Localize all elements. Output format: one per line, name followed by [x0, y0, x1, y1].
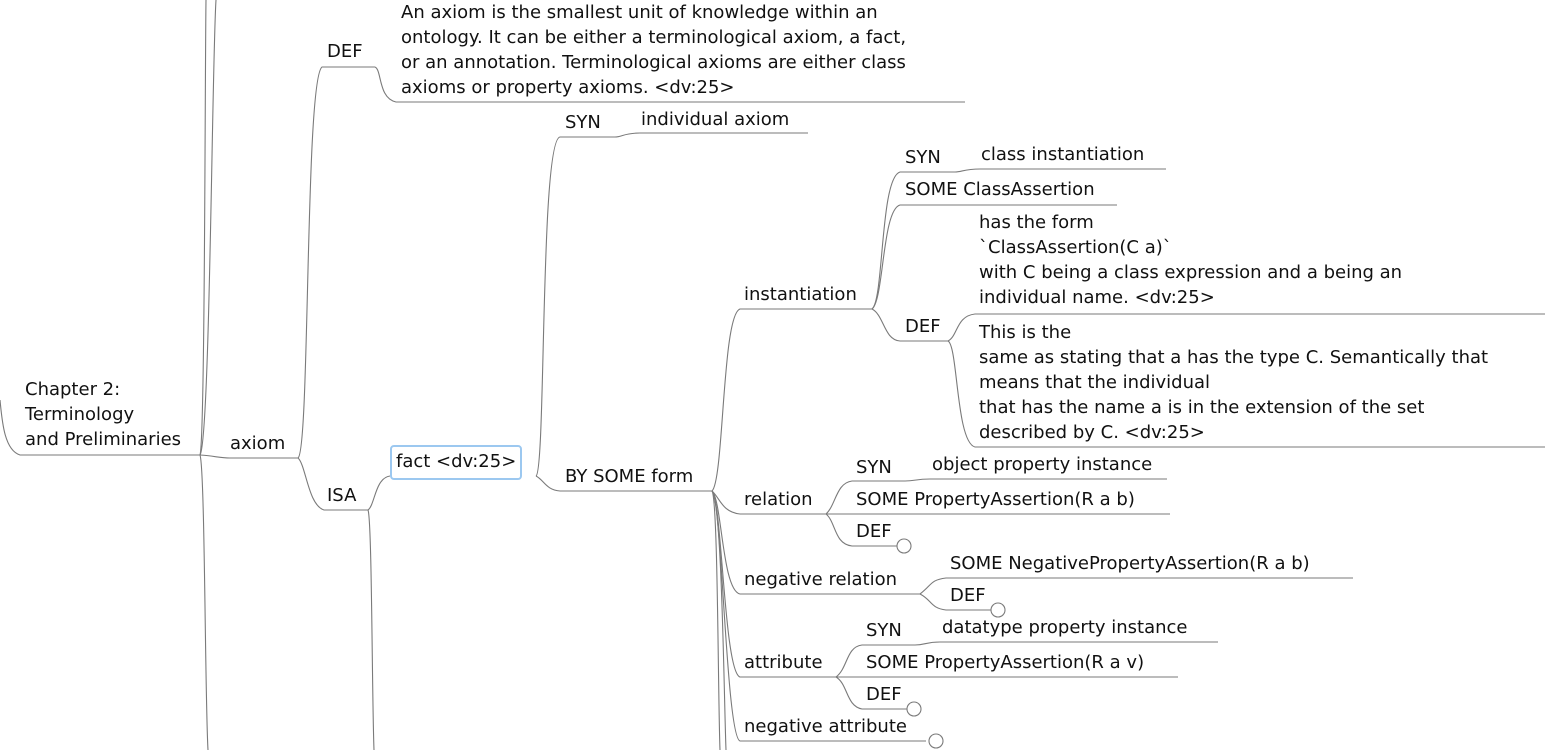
root-line-2: Terminology — [25, 404, 135, 425]
inst-def-text1-line-2: `ClassAssertion(C a)` — [979, 237, 1172, 258]
negative-attribute-collapsed-icon — [928, 733, 944, 749]
individual-axiom-node[interactable]: individual axiom — [641, 109, 790, 130]
edge-relsyn-obj — [904, 478, 1167, 482]
attribute-def-node[interactable]: DEF — [866, 684, 902, 705]
some-property-assertion-rab-node[interactable]: SOME PropertyAssertion(R a b) — [856, 489, 1135, 510]
negative-relation-def-collapsed-icon — [990, 602, 1006, 618]
axiom-def-text-line-2: ontology. It can be either a terminologi… — [401, 27, 907, 48]
by-some-form-node[interactable]: BY SOME form — [565, 466, 694, 487]
axiom-def-text-line-3: or an annotation. Terminological axioms … — [401, 52, 906, 73]
edge-root-axiom — [199, 454, 298, 459]
relation-def-node[interactable]: DEF — [856, 521, 892, 542]
class-instantiation-node[interactable]: class instantiation — [981, 144, 1145, 165]
edge-bysome-relation — [711, 490, 826, 515]
some-negative-property-assertion-node[interactable]: SOME NegativePropertyAssertion(R a b) — [950, 553, 1310, 574]
instantiation-node[interactable]: instantiation — [744, 284, 857, 305]
edge-inst-def — [871, 308, 948, 342]
fact-node[interactable]: fact <dv:25> — [390, 445, 523, 480]
relation-def-collapsed-icon — [896, 538, 912, 554]
negative-relation-def-node[interactable]: DEF — [950, 585, 986, 606]
inst-def-text1-line-1: has the form — [979, 212, 1094, 233]
some-class-assertion-node[interactable]: SOME ClassAssertion — [905, 179, 1095, 200]
edge-bysome-down1 — [711, 490, 727, 750]
edge-bysome-instantiation — [711, 308, 872, 492]
edge-inst-someclass — [871, 204, 1117, 310]
attribute-def-collapsed-icon — [906, 701, 922, 717]
edge-attr-syn — [835, 644, 915, 678]
negative-attribute-node[interactable]: negative attribute — [744, 716, 907, 737]
fact-syn-node[interactable]: SYN — [565, 112, 601, 133]
inst-def-text2-line-2: same as stating that a has the type C. S… — [979, 347, 1489, 368]
axiom-def-node[interactable]: DEF — [327, 41, 363, 62]
negative-relation-node[interactable]: negative relation — [744, 569, 898, 590]
axiom-node[interactable]: axiom — [230, 433, 286, 454]
attribute-node[interactable]: attribute — [744, 652, 823, 673]
attribute-syn-node[interactable]: SYN — [866, 620, 902, 641]
edge-root-up — [199, 0, 207, 456]
edge-isa-down — [367, 509, 375, 750]
isa-node[interactable]: ISA — [327, 485, 357, 506]
root-node[interactable]: Chapter 2: Terminology and Preliminaries — [25, 377, 181, 452]
datatype-property-instance-node[interactable]: datatype property instance — [942, 617, 1188, 638]
axiom-def-text-line-4: axioms or property axioms. <dv:25> — [401, 77, 735, 98]
edge-rel-def — [825, 513, 897, 547]
edge-rel-syn — [825, 480, 905, 515]
edge-negrel-some — [919, 577, 1353, 595]
inst-def-text2-line-5: described by C. <dv:25> — [979, 422, 1205, 443]
inst-def-text2-line-3: means that the individual — [979, 372, 1211, 393]
root-line-3: and Preliminaries — [25, 429, 182, 450]
edge-root-up-2 — [199, 0, 217, 456]
instantiation-def-node[interactable]: DEF — [905, 316, 941, 337]
edge-root-bracket — [0, 399, 200, 456]
root-line-1: Chapter 2: — [25, 379, 121, 400]
edge-attr-def — [835, 676, 907, 710]
relation-node[interactable]: relation — [744, 489, 813, 510]
some-property-assertion-rav-node[interactable]: SOME PropertyAssertion(R a v) — [866, 652, 1145, 673]
axiom-def-text-node[interactable]: An axiom is the smallest unit of knowled… — [401, 0, 906, 100]
inst-def-text1-line-4: individual name. <dv:25> — [979, 287, 1215, 308]
edge-def-text1 — [947, 313, 1545, 342]
edge-syn-classinst — [954, 168, 1166, 173]
edge-fact-bysome — [535, 475, 712, 492]
inst-def-text1-line-3: with C being a class expression and a be… — [979, 262, 1403, 283]
edge-attrsyn-datatype — [914, 641, 1218, 646]
edge-bysome-negrel — [711, 490, 920, 595]
axiom-def-text-line-1: An axiom is the smallest unit of knowled… — [401, 2, 878, 23]
edge-negrel-def — [919, 593, 991, 611]
edge-axiom-def — [297, 66, 375, 459]
edge-axiom-isa — [297, 457, 368, 511]
instantiation-syn-node[interactable]: SYN — [905, 147, 941, 168]
relation-syn-node[interactable]: SYN — [856, 457, 892, 478]
edge-def-text2 — [947, 340, 1545, 448]
edge-syn-individual — [614, 132, 808, 138]
edge-isa-fact — [367, 475, 391, 511]
edge-fact-syn — [535, 136, 615, 477]
instantiation-def-text-1-node[interactable]: has the form `ClassAssertion(C a)` with … — [979, 210, 1402, 310]
inst-def-text2-line-1: This is the — [979, 322, 1072, 343]
inst-def-text2-line-4: that has the name a is in the extension … — [979, 397, 1425, 418]
edge-def-text — [374, 66, 965, 103]
instantiation-def-text-2-node[interactable]: This is the same as stating that a has t… — [979, 320, 1488, 445]
edge-bysome-down2 — [711, 490, 721, 750]
edge-inst-syn — [871, 171, 955, 310]
edge-root-down — [199, 454, 209, 750]
object-property-instance-node[interactable]: object property instance — [932, 454, 1153, 475]
